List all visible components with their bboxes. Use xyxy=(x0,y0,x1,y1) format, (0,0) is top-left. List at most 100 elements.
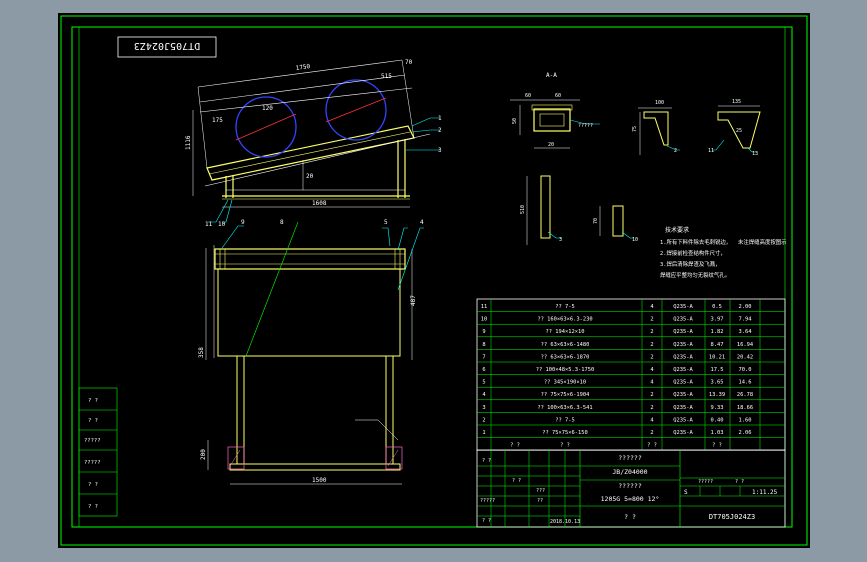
bom-cell-material: Q235-A xyxy=(673,430,693,436)
stamp-code-text: DT705J024Z3 xyxy=(134,40,200,51)
bom-cell-name: ?? 63×63×6-1870 xyxy=(541,354,590,360)
technical-requirements: 技术要求 1.所有下料件除去毛刺锐边， 2.焊接前检查结构件尺寸， 3.焊后清除… xyxy=(660,226,787,279)
svg-text:2: 2 xyxy=(674,148,677,154)
scale-value: 1:11.25 xyxy=(752,489,778,496)
dim-right-h: 487 xyxy=(410,295,417,306)
bom-cell-total-weight: 2.00 xyxy=(739,304,752,310)
right-foot-plate xyxy=(385,446,403,470)
callout-3: 3 xyxy=(438,147,442,154)
motor-right-outline xyxy=(325,79,387,141)
bom-cell-no: 7 xyxy=(482,354,485,360)
bom-cell-no: 2 xyxy=(482,417,485,423)
bom-cell-no: 5 xyxy=(482,380,485,386)
bom-cell-total-weight: 2.06 xyxy=(739,430,752,436)
bom-cell-qty: 4 xyxy=(650,417,653,423)
bom-cell-material: Q235-A xyxy=(673,342,693,348)
small-plate xyxy=(612,205,624,237)
dim-left-a: 515 xyxy=(381,73,392,80)
bom-cell-unit-weight: 3.97 xyxy=(711,317,724,323)
bom-cell-total-weight: 14.6 xyxy=(739,380,752,386)
tech-title: 技术要求 xyxy=(665,226,689,234)
outer-frame xyxy=(60,15,808,546)
tech-line-1: 1.所有下料件除去毛刺锐边， xyxy=(660,238,731,246)
strip-label-4: ????? xyxy=(84,460,101,466)
front-view: 358 487 200 1500 9 8 5 4 xyxy=(198,219,424,485)
bom-cell-total-weight: 26.78 xyxy=(737,392,753,398)
dim-top-length: 1750 xyxy=(295,63,311,72)
bom-cell-qty: 2 xyxy=(650,392,653,398)
bom-cell-qty: 2 xyxy=(650,405,653,411)
bom-header-cell: ? ? xyxy=(510,443,520,449)
tech-extra: 未注焊缝高度按图示 xyxy=(738,238,787,246)
bom-cell-name: ?? 75×75×6-1904 xyxy=(541,392,590,398)
tb-label-g: ? ? xyxy=(735,479,744,485)
product-name: 1205G 5=800 12° xyxy=(601,495,660,503)
tech-line-2: 2.焊接前检查结构件尺寸， xyxy=(660,249,726,257)
callout-10: 10 xyxy=(218,221,226,228)
tech-line-3: 3.焊后清除焊渣及飞溅， xyxy=(660,260,720,268)
bom-cell-unit-weight: 9.33 xyxy=(711,405,724,411)
bom-cell-no: 1 xyxy=(482,430,485,436)
front-base-beam xyxy=(229,463,401,471)
svg-text:?????: ????? xyxy=(578,123,593,129)
bom-cell-material: Q235-A xyxy=(673,304,693,310)
dim-profile-w1: 60 xyxy=(525,93,531,99)
bom-cell-total-weight: 7.94 xyxy=(739,317,752,323)
strip-label-1: ? ? xyxy=(88,398,98,404)
dim-base-width: 1500 xyxy=(312,477,327,484)
svg-text:70: 70 xyxy=(593,218,599,224)
bom-cell-unit-weight: 10.21 xyxy=(709,354,725,360)
section-label: A-A xyxy=(546,72,557,79)
dim-profile-h: 50 xyxy=(512,118,518,124)
bom-cell-material: Q235-A xyxy=(673,367,693,373)
stage-label: ????? xyxy=(698,479,713,485)
callout-3b: 3 xyxy=(559,237,562,243)
bom-cell-material: Q235-A xyxy=(673,417,693,423)
bom-cell-unit-weight: 17.5 xyxy=(711,367,724,373)
bom-cell-total-weight: 70.0 xyxy=(739,367,752,373)
bom-cell-material: Q235-A xyxy=(673,392,693,398)
stamp-box: DT705J024Z3 xyxy=(117,36,217,58)
dim-channel-w: 100 xyxy=(655,100,664,106)
bom-cell-total-weight: 1.60 xyxy=(739,417,752,423)
bom-cell-name: ?? 345×190×10 xyxy=(544,380,586,386)
bom-cell-qty: 2 xyxy=(650,317,653,323)
dim-left-h2: 200 xyxy=(200,449,207,460)
bom-cell-qty: 2 xyxy=(650,329,653,335)
bom-cell-name: ?? 7-5 xyxy=(555,417,574,423)
bom-cell-qty: 2 xyxy=(650,354,653,360)
bom-cell-total-weight: 16.94 xyxy=(737,342,753,348)
bom-cell-qty: 4 xyxy=(650,367,653,373)
tb-label-d: ? ? xyxy=(482,518,491,524)
dim-bottom-width: 1608 xyxy=(312,200,327,207)
bom-cell-qty: 2 xyxy=(650,430,653,436)
bom-cell-no: 6 xyxy=(482,367,485,373)
dim-left-h1: 358 xyxy=(198,347,205,358)
dim-height: 1116 xyxy=(185,135,192,150)
bom-cell-qty: 4 xyxy=(650,380,653,386)
bom-cell-no: 10 xyxy=(481,317,488,323)
bom-cell-name: ?? 7-5 xyxy=(555,304,574,310)
callout-10b: 10 xyxy=(632,237,638,243)
title-block: ?????? JB/Z04000 ?????? 1205G 5=800 12° … xyxy=(476,449,786,528)
callout-11b: 11 xyxy=(708,148,714,154)
dim-angle-w: 135 xyxy=(732,99,741,105)
callout-11: 11 xyxy=(205,221,213,228)
bom-cell-qty: 4 xyxy=(650,304,653,310)
callout-1: 1 xyxy=(438,115,442,122)
bom-header-cell: ? ? xyxy=(712,443,722,449)
angle-profile-2 xyxy=(717,111,761,149)
motor-left-outline xyxy=(235,96,297,158)
section-views: A-A 60 60 50 20 ????? 100 75 2 135 25 11… xyxy=(510,72,761,245)
bom-cell-no: 11 xyxy=(481,304,488,310)
bom-cell-name: ?? 75×75×6-150 xyxy=(542,430,587,436)
vertical-plate xyxy=(540,175,551,239)
